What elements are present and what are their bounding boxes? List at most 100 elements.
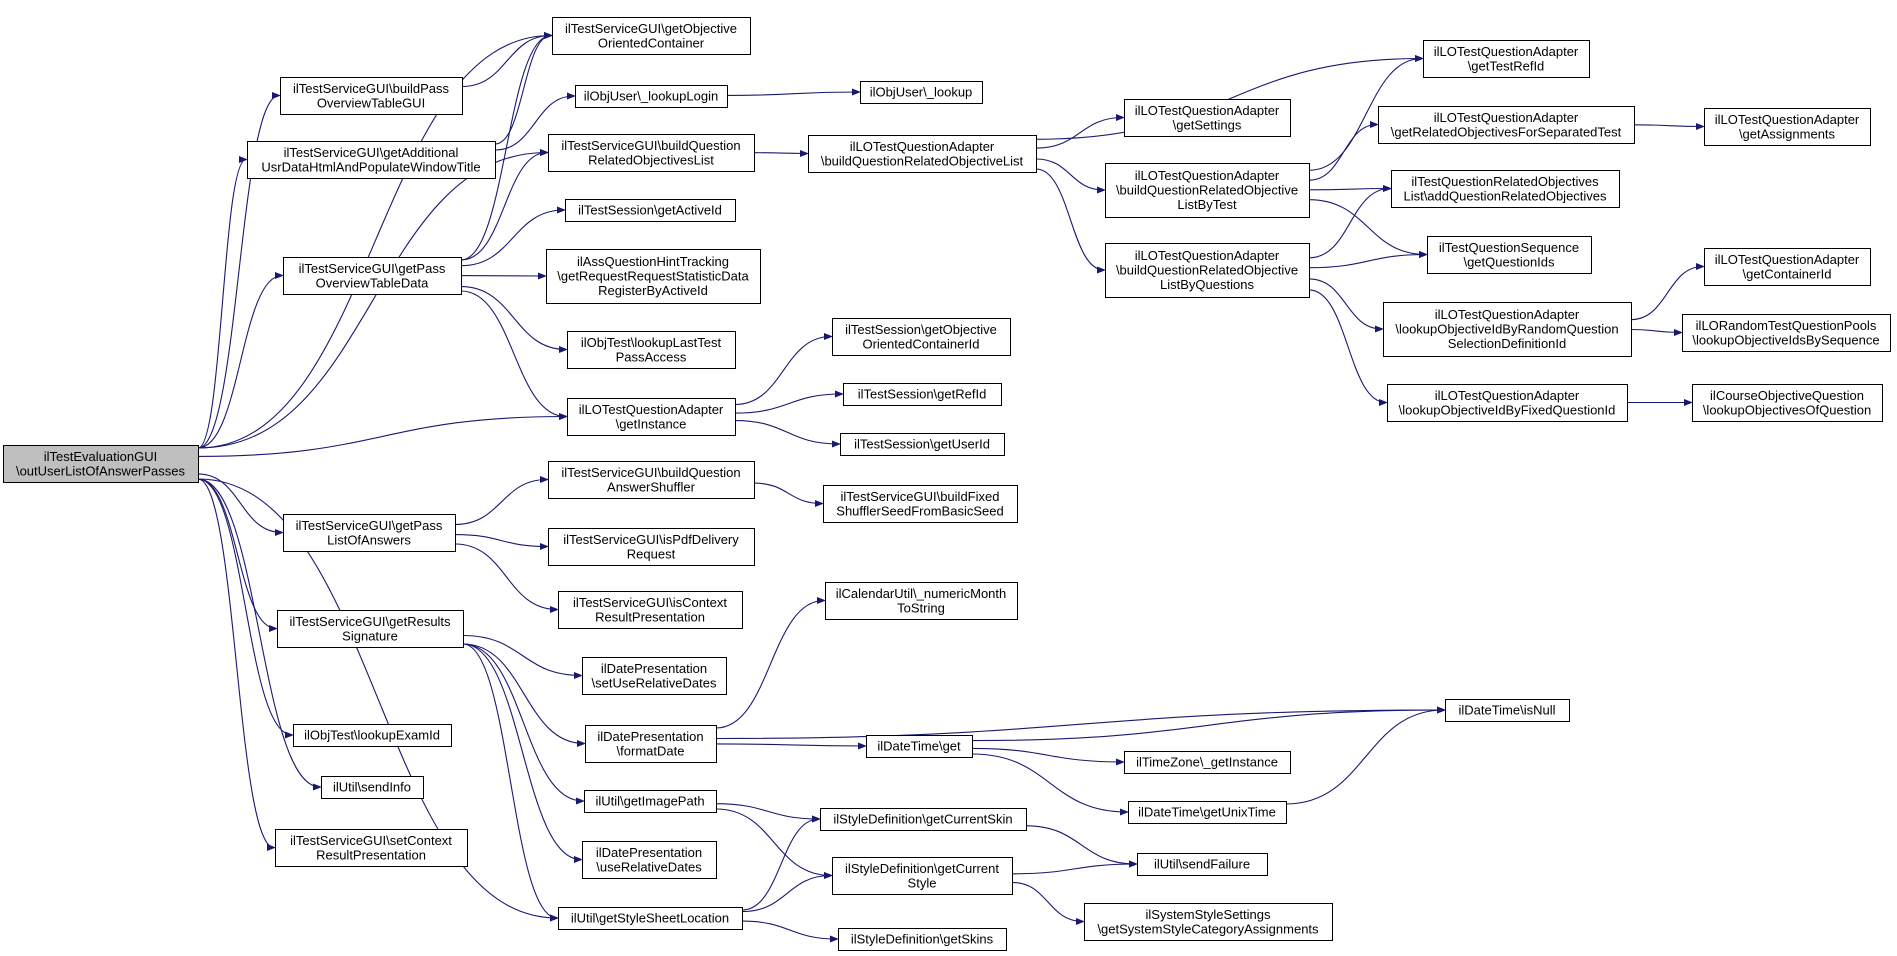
node-getSkins[interactable]: ilStyleDefinition\getSkins	[838, 928, 1007, 951]
node-getObjectiveOrientedContainer[interactable]: ilTestServiceGUI\getObjectiveOrientedCon…	[552, 17, 751, 55]
node-label-line: ListByTest	[1177, 197, 1237, 212]
node-objUserLookup[interactable]: ilObjUser\_lookup	[860, 81, 983, 104]
node-box	[277, 610, 464, 648]
node-label-line: \buildQuestionRelatedObjectiveList	[821, 153, 1024, 168]
node-buildListByQuestions[interactable]: ilLOTestQuestionAdapter\buildQuestionRel…	[1105, 243, 1310, 298]
edge-adapterGetInstance-to-getUserId	[734, 420, 839, 444]
edge-adapterGetInstance-to-getRefId	[734, 394, 842, 414]
node-box	[585, 725, 717, 763]
node-getRelatedObjectivesForSeparatedTest[interactable]: ilLOTestQuestionAdapter\getRelatedObject…	[1378, 106, 1635, 144]
edge-getPassOverviewTableData-to-buildQuestionRelatedObjectivesList	[460, 153, 547, 261]
node-label-line: ListOfAnswers	[327, 532, 411, 547]
node-label-line: AnswerShuffler	[607, 479, 696, 494]
node-box	[582, 841, 717, 879]
node-box	[558, 591, 743, 629]
node-box	[1692, 384, 1883, 422]
node-buildListByTest[interactable]: ilLOTestQuestionAdapter\buildQuestionRel…	[1105, 163, 1310, 218]
node-getAdditionalUsrData[interactable]: ilTestServiceGUI\getAdditionalUsrDataHtm…	[247, 141, 496, 179]
node-box	[1682, 314, 1891, 352]
node-getUnixTime[interactable]: ilDateTime\getUnixTime	[1128, 801, 1287, 824]
edge-root-to-getAdditionalUsrData	[197, 160, 246, 449]
node-label-line: ilTestServiceGUI\getObjective	[565, 21, 737, 36]
node-label-line: ilTestServiceGUI\isPdfDelivery	[563, 532, 739, 547]
node-adapterBuildList[interactable]: ilLOTestQuestionAdapter\buildQuestionRel…	[808, 135, 1037, 173]
node-addQuestionRelatedObjectives[interactable]: ilTestQuestionRelatedObjectivesList\addQ…	[1391, 170, 1620, 208]
node-getImagePath[interactable]: ilUtil\getImagePath	[584, 790, 717, 813]
node-getRefId[interactable]: ilTestSession\getRefId	[843, 383, 1002, 406]
node-label-line: ilSystemStyleSettings	[1146, 907, 1271, 922]
node-box	[548, 528, 755, 566]
node-useRelativeDates[interactable]: ilDatePresentation\useRelativeDates	[582, 841, 717, 879]
edge-root-to-setContextResultPresentation	[197, 478, 274, 848]
edge-buildListByQuestions-to-lookupByFixed	[1308, 289, 1386, 403]
node-setContextResultPresentation[interactable]: ilTestServiceGUI\setContextResultPresent…	[275, 829, 468, 867]
node-dateTimeGet[interactable]: ilDateTime\get	[866, 735, 973, 758]
node-buildPassOverviewTableGUI[interactable]: ilTestServiceGUI\buildPassOverviewTableG…	[280, 77, 463, 115]
node-label-line: \lookupObjectiveIdByFixedQuestionId	[1399, 402, 1616, 417]
node-getUserId[interactable]: ilTestSession\getUserId	[840, 433, 1005, 456]
node-box	[280, 77, 463, 115]
node-getSettings[interactable]: ilLOTestQuestionAdapter\getSettings	[1124, 99, 1291, 137]
node-label-line: \lookupObjectivesOfQuestion	[1703, 402, 1871, 417]
node-lookupLogin[interactable]: ilObjUser\_lookupLogin	[575, 85, 728, 108]
edge-root-to-getPassOverviewTableData	[197, 276, 282, 449]
node-box	[582, 657, 727, 695]
node-label-line: ilDatePresentation	[601, 661, 707, 676]
node-getQuestionIds[interactable]: ilTestQuestionSequence\getQuestionIds	[1427, 236, 1592, 274]
node-setUseRelativeDates[interactable]: ilDatePresentation\setUseRelativeDates	[582, 657, 727, 695]
node-isNull[interactable]: ilDateTime\isNull	[1445, 699, 1570, 722]
node-label-line: ilObjTest\lookupExamId	[304, 728, 440, 743]
node-lookupObjectiveIdsBySequence[interactable]: ilLORandomTestQuestionPools\lookupObject…	[1682, 314, 1891, 352]
node-getActiveId[interactable]: ilTestSession\getActiveId	[565, 199, 736, 222]
node-getContainerId[interactable]: ilLOTestQuestionAdapter\getContainerId	[1704, 248, 1871, 286]
node-getStyleSheetLocation[interactable]: ilUtil\getStyleSheetLocation	[558, 907, 743, 930]
node-sendInfo[interactable]: ilUtil\sendInfo	[321, 776, 424, 799]
edge-root-to-getStyleSheetLocation	[197, 478, 557, 918]
edge-root-to-getPassListOfAnswers	[197, 473, 282, 533]
edge-buildListByTest-to-getTestRefId	[1308, 59, 1422, 171]
node-hintTracking[interactable]: ilAssQuestionHintTracking\getRequestRequ…	[546, 249, 761, 304]
node-label-line: ilAssQuestionHintTracking	[577, 254, 729, 269]
node-label-line: \lookupObjectiveIdsBySequence	[1692, 332, 1879, 347]
edge-buildQuestionRelatedObjectivesList-to-adapterBuildList	[753, 153, 807, 154]
node-buildQuestionAnswerShuffler[interactable]: ilTestServiceGUI\buildQuestionAnswerShuf…	[548, 461, 755, 499]
node-getPassOverviewTableData[interactable]: ilTestServiceGUI\getPassOverviewTableDat…	[283, 257, 462, 295]
node-getCurrentSkin[interactable]: ilStyleDefinition\getCurrentSkin	[820, 808, 1027, 831]
node-label-line: ilDateTime\get	[877, 739, 961, 754]
node-timeZoneGetInstance[interactable]: ilTimeZone\_getInstance	[1124, 751, 1291, 774]
node-label-line: \getContainerId	[1743, 266, 1832, 281]
node-label-line: PassAccess	[616, 349, 687, 364]
node-getObjectiveOrientedContainerId[interactable]: ilTestSession\getObjectiveOrientedContai…	[832, 318, 1011, 356]
node-box	[1378, 106, 1635, 144]
node-label-line: OverviewTableGUI	[317, 95, 425, 110]
node-label-line: ilCalendarUtil\_numericMonth	[836, 586, 1007, 601]
node-label-line: \buildQuestionRelatedObjective	[1116, 183, 1298, 198]
node-lookupObjectivesOfQuestion[interactable]: ilCourseObjectiveQuestion\lookupObjectiv…	[1692, 384, 1883, 422]
node-lookupByFixed[interactable]: ilLOTestQuestionAdapter\lookupObjectiveI…	[1387, 384, 1628, 422]
node-buildFixedShufflerSeed[interactable]: ilTestServiceGUI\buildFixedShufflerSeedF…	[823, 485, 1018, 523]
node-root[interactable]: ilTestEvaluationGUI\outUserListOfAnswerP…	[3, 445, 199, 483]
node-sendFailure[interactable]: ilUtil\sendFailure	[1137, 853, 1268, 876]
node-buildQuestionRelatedObjectivesList[interactable]: ilTestServiceGUI\buildQuestionRelatedObj…	[548, 134, 755, 172]
node-box	[1137, 853, 1268, 876]
node-formatDate[interactable]: ilDatePresentation\formatDate	[585, 725, 717, 763]
edges-layer	[197, 36, 1703, 940]
edge-buildListByTest-to-getQuestionIds	[1308, 199, 1426, 255]
node-label-line: ilLORandomTestQuestionPools	[1696, 318, 1877, 333]
node-adapterGetInstance[interactable]: ilLOTestQuestionAdapter\getInstance	[567, 398, 736, 436]
node-box	[548, 461, 755, 499]
node-getSystemStyleCategoryAssignments[interactable]: ilSystemStyleSettings\getSystemStyleCate…	[1084, 903, 1333, 941]
node-isContextResultPresentation[interactable]: ilTestServiceGUI\isContextResultPresenta…	[558, 591, 743, 629]
node-getAssignments[interactable]: ilLOTestQuestionAdapter\getAssignments	[1704, 108, 1871, 146]
node-getTestRefId[interactable]: ilLOTestQuestionAdapter\getTestRefId	[1423, 40, 1590, 78]
node-label-line: ilCourseObjectiveQuestion	[1710, 388, 1864, 403]
node-lookupExamId[interactable]: ilObjTest\lookupExamId	[293, 724, 452, 747]
node-lookupByRandom[interactable]: ilLOTestQuestionAdapter\lookupObjectiveI…	[1383, 302, 1632, 357]
node-label-line: ilUtil\getStyleSheetLocation	[571, 911, 729, 926]
